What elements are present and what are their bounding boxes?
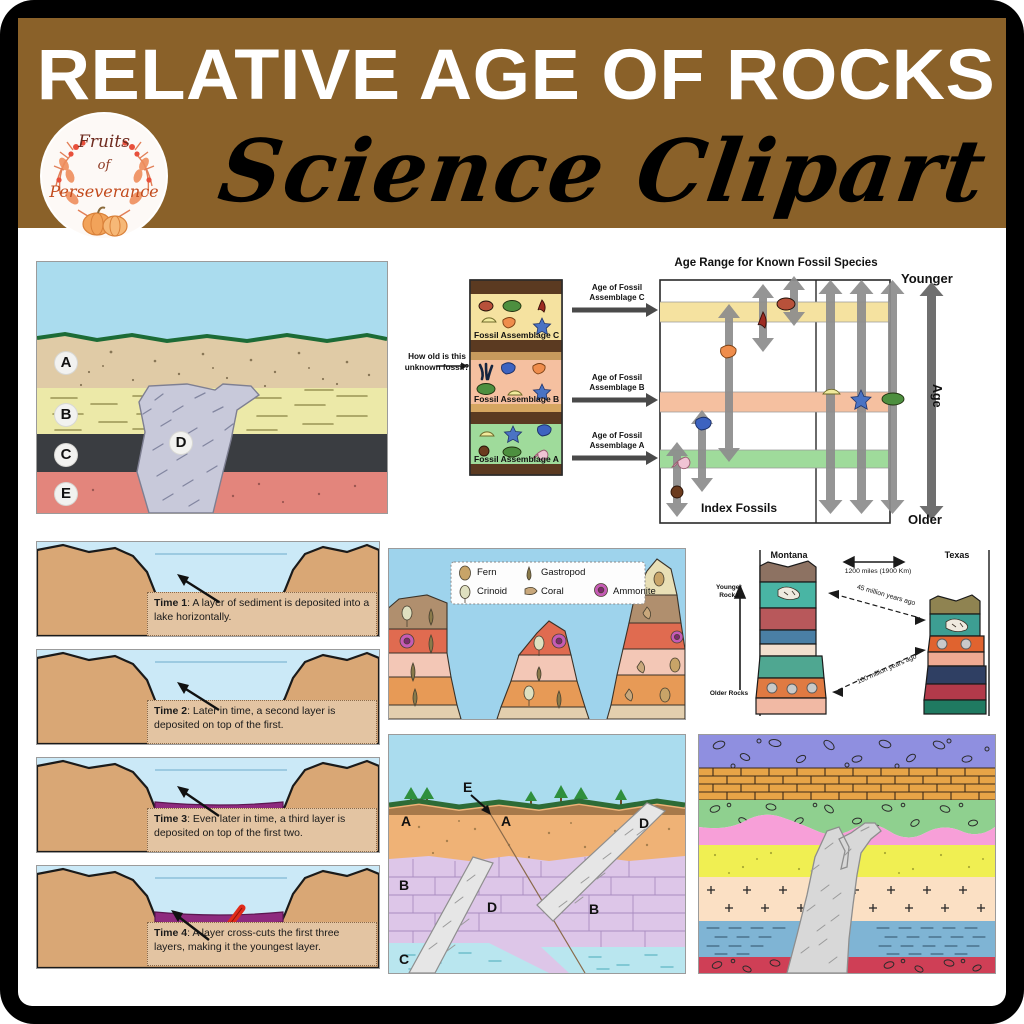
panel-rock-layers: A B C D E bbox=[36, 261, 388, 514]
panel-strata-stack bbox=[698, 734, 996, 974]
time-3-label: Time 3 bbox=[154, 813, 188, 825]
axis-label-younger: Younger bbox=[901, 271, 953, 286]
rock-label-E: E bbox=[55, 483, 77, 505]
xc-label-B-right: B bbox=[589, 901, 600, 917]
time-3-text: : Even later in time, a third layer is d… bbox=[154, 813, 346, 839]
svg-text:Fossil Assemblage C: Fossil Assemblage C bbox=[474, 330, 559, 340]
arrow-label-a: Age of Fossil Assemblage A bbox=[589, 431, 645, 450]
legend-label-coral: Coral bbox=[541, 586, 564, 597]
axis-label-age: Age bbox=[930, 384, 944, 408]
rock-label-D: D bbox=[170, 432, 192, 454]
correlation-label-montana: Montana bbox=[770, 550, 808, 560]
correlation-axis-older: Older Rocks bbox=[709, 690, 749, 697]
unknown-fossil-question: How old is this unknown fossil? bbox=[404, 352, 470, 372]
legend-label-ammonite: Ammonite bbox=[613, 586, 656, 597]
xc-label-A-left: A bbox=[401, 813, 412, 829]
svg-text:Fossil Assemblage B: Fossil Assemblage B bbox=[474, 394, 559, 404]
panel-time-3: Time 3: Even later in time, a third laye… bbox=[36, 757, 380, 853]
correlation-label-texas: Texas bbox=[944, 550, 970, 560]
brand-badge: Fruits of Perseverance bbox=[42, 114, 166, 238]
time-1-label: Time 1 bbox=[154, 597, 188, 609]
time-2-caption: Time 2: Later in time, a second layer is… bbox=[147, 700, 377, 744]
xc-label-E: E bbox=[463, 779, 473, 795]
script-subtitle: Science Clipart bbox=[212, 121, 994, 222]
time-4-text: : A layer cross-cuts the first three lay… bbox=[154, 927, 340, 953]
panel-fossil-assemblage: Fossil Assemblage C Fossil Assemblage B … bbox=[396, 252, 996, 537]
rock-label-A: A bbox=[55, 352, 77, 374]
badge-line-3: Perseverance bbox=[49, 182, 159, 201]
correlation-axis-younger: Younger Rocks bbox=[716, 584, 742, 599]
panel-fossil-outcrops: Fern Crinoid Gastropod Coral Ammonite bbox=[388, 548, 686, 720]
axis-label-older: Older bbox=[908, 512, 942, 527]
time-2-text: : Later in time, a second layer is depos… bbox=[154, 705, 336, 731]
time-1-caption: Time 1: A layer of sediment is deposited… bbox=[147, 592, 377, 636]
svg-text:Fossil Assemblage A: Fossil Assemblage A bbox=[474, 454, 559, 464]
arrow-label-c: Age of Fossil Assemblage C bbox=[589, 283, 645, 302]
panel-time-1: Time 1: A layer of sediment is deposited… bbox=[36, 541, 380, 637]
xc-label-D-left: D bbox=[487, 899, 498, 915]
rock-label-C: C bbox=[55, 444, 77, 466]
panel-correlation: Montana Texas 1200 miles (1900 Km) 45 mi… bbox=[698, 548, 996, 720]
xc-label-B-left: B bbox=[399, 877, 410, 893]
wreath-pumpkin-logo-icon bbox=[53, 140, 155, 237]
time-2-label: Time 2 bbox=[154, 705, 188, 717]
svg-text:Index Fossils: Index Fossils bbox=[701, 501, 777, 515]
arrow-label-b: Age of Fossil Assemblage B bbox=[589, 373, 645, 392]
xc-label-A-right: A bbox=[501, 813, 512, 829]
legend-label-fern: Fern bbox=[477, 567, 497, 578]
panel-time-4: Time 4: A layer cross-cuts the first thr… bbox=[36, 865, 380, 969]
pumpkin-icon bbox=[82, 206, 128, 237]
age-range-chart-title: Age Range for Known Fossil Species bbox=[674, 257, 878, 269]
time-3-caption: Time 3: Even later in time, a third laye… bbox=[147, 808, 377, 852]
legend-label-crinoid: Crinoid bbox=[477, 586, 508, 597]
correlation-distance-label: 1200 miles (1900 Km) bbox=[844, 568, 912, 575]
xc-label-C: C bbox=[399, 951, 410, 967]
badge-line-1: Fruits bbox=[78, 132, 130, 152]
rock-label-B: B bbox=[55, 404, 77, 426]
header-banner: RELATIVE AGE OF ROCKS Science Clipart bbox=[18, 18, 1006, 228]
badge-line-2: of bbox=[97, 158, 111, 173]
time-4-label: Time 4 bbox=[154, 927, 188, 939]
panel-time-2: Time 2: Later in time, a second layer is… bbox=[36, 649, 380, 745]
panel-cross-cutting: E A A D D B B C bbox=[388, 734, 686, 974]
time-4-caption: Time 4: A layer cross-cuts the first thr… bbox=[147, 922, 377, 966]
legend-label-gastropod: Gastropod bbox=[541, 567, 586, 578]
page-title: RELATIVE AGE OF ROCKS bbox=[36, 36, 996, 115]
time-1-text: : A layer of sediment is deposited into … bbox=[154, 597, 370, 623]
xc-label-D-right: D bbox=[639, 815, 650, 831]
